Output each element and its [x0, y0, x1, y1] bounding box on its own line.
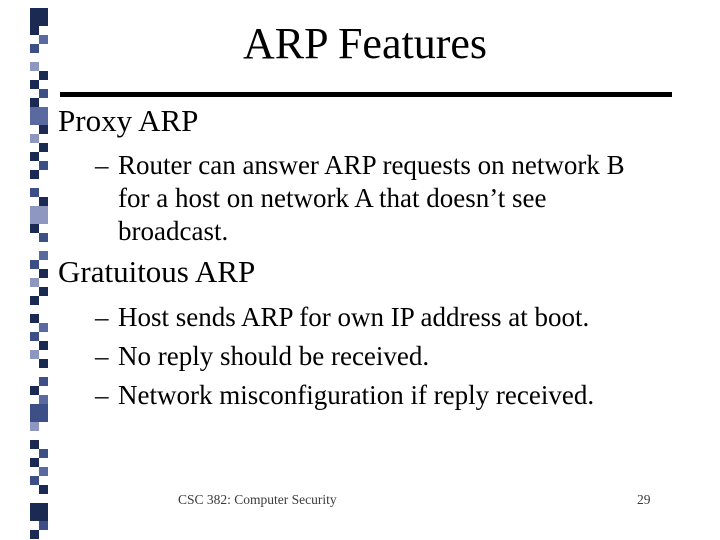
bullet-text-line: for a host on network A that doesn’t see: [118, 183, 547, 213]
bullet-dash-marker: –: [95, 302, 109, 332]
decor-square: [30, 170, 39, 179]
decor-square: [30, 404, 48, 422]
decor-square: [30, 206, 48, 224]
decor-square: [30, 422, 39, 431]
decor-square: [39, 485, 48, 494]
bullet-text: No reply should be received.: [118, 341, 430, 371]
footer-course-label: CSC 382: Computer Security: [178, 492, 337, 507]
bullet-text-line: Router can answer ARP requests on networ…: [118, 150, 625, 180]
decor-square: [30, 44, 39, 53]
bullet-list-proxy-arp: – Router can answer ARP requests on netw…: [95, 149, 680, 248]
list-item: – Network misconfiguration if reply rece…: [95, 379, 680, 412]
list-item: – Host sends ARP for own IP address at b…: [95, 301, 680, 334]
decor-square: [30, 296, 39, 305]
bullet-dash-marker: –: [95, 150, 109, 180]
decor-square: [39, 521, 48, 530]
footer-page-number: 29: [637, 492, 651, 507]
decor-square: [39, 233, 48, 242]
decor-square: [39, 377, 48, 386]
decor-square: [30, 80, 39, 89]
decor-square: [30, 134, 39, 143]
bullet-text: Router can answer ARP requests on networ…: [118, 149, 680, 248]
decor-square: [30, 188, 39, 197]
decor-square: [39, 35, 48, 44]
decor-square: [30, 278, 39, 287]
decor-square: [30, 152, 39, 161]
decor-square: [30, 224, 39, 233]
decor-square: [30, 458, 39, 467]
decor-square: [39, 71, 48, 80]
decor-square: [30, 26, 39, 35]
section-heading-proxy-arp: Proxy ARP: [58, 103, 199, 138]
decor-square: [30, 332, 39, 341]
decor-square: [30, 107, 48, 125]
bullet-text: Network misconfiguration if reply receiv…: [118, 380, 595, 410]
decor-square: [39, 467, 48, 476]
decor-square: [39, 287, 48, 296]
bullet-dash-marker: –: [95, 341, 109, 371]
decor-square: [30, 386, 39, 395]
slide-title: ARP Features: [242, 19, 488, 68]
bullet-dash-marker: –: [95, 380, 109, 410]
decor-square: [30, 350, 39, 359]
decor-square: [39, 341, 48, 350]
left-border-decoration: [0, 0, 52, 540]
list-item: – No reply should be received.: [95, 340, 680, 373]
bullet-text-line: broadcast.: [118, 216, 229, 246]
decor-square: [30, 260, 39, 269]
decor-square: [30, 314, 39, 323]
section-heading-gratuitous-arp: Gratuitous ARP: [58, 254, 256, 289]
decor-square: [39, 323, 48, 332]
decor-square: [39, 359, 48, 368]
bullet-text: Host sends ARP for own IP address at boo…: [118, 302, 590, 332]
decor-square: [30, 440, 39, 449]
bullet-list-gratuitous-arp: – Host sends ARP for own IP address at b…: [95, 301, 680, 418]
decor-square: [30, 62, 39, 71]
decor-square: [30, 98, 39, 107]
decor-square: [39, 89, 48, 98]
decor-square: [30, 530, 39, 539]
decor-square: [39, 251, 48, 260]
decor-square: [39, 161, 48, 170]
decor-square: [39, 143, 48, 152]
decor-square: [39, 269, 48, 278]
decor-square: [30, 476, 39, 485]
decor-square: [30, 8, 48, 26]
decor-square: [39, 125, 48, 134]
decor-square: [30, 503, 48, 521]
title-underline-rule: [60, 92, 672, 97]
decor-square: [39, 449, 48, 458]
list-item: – Router can answer ARP requests on netw…: [95, 149, 680, 248]
decor-square: [39, 395, 48, 404]
decor-square: [39, 197, 48, 206]
